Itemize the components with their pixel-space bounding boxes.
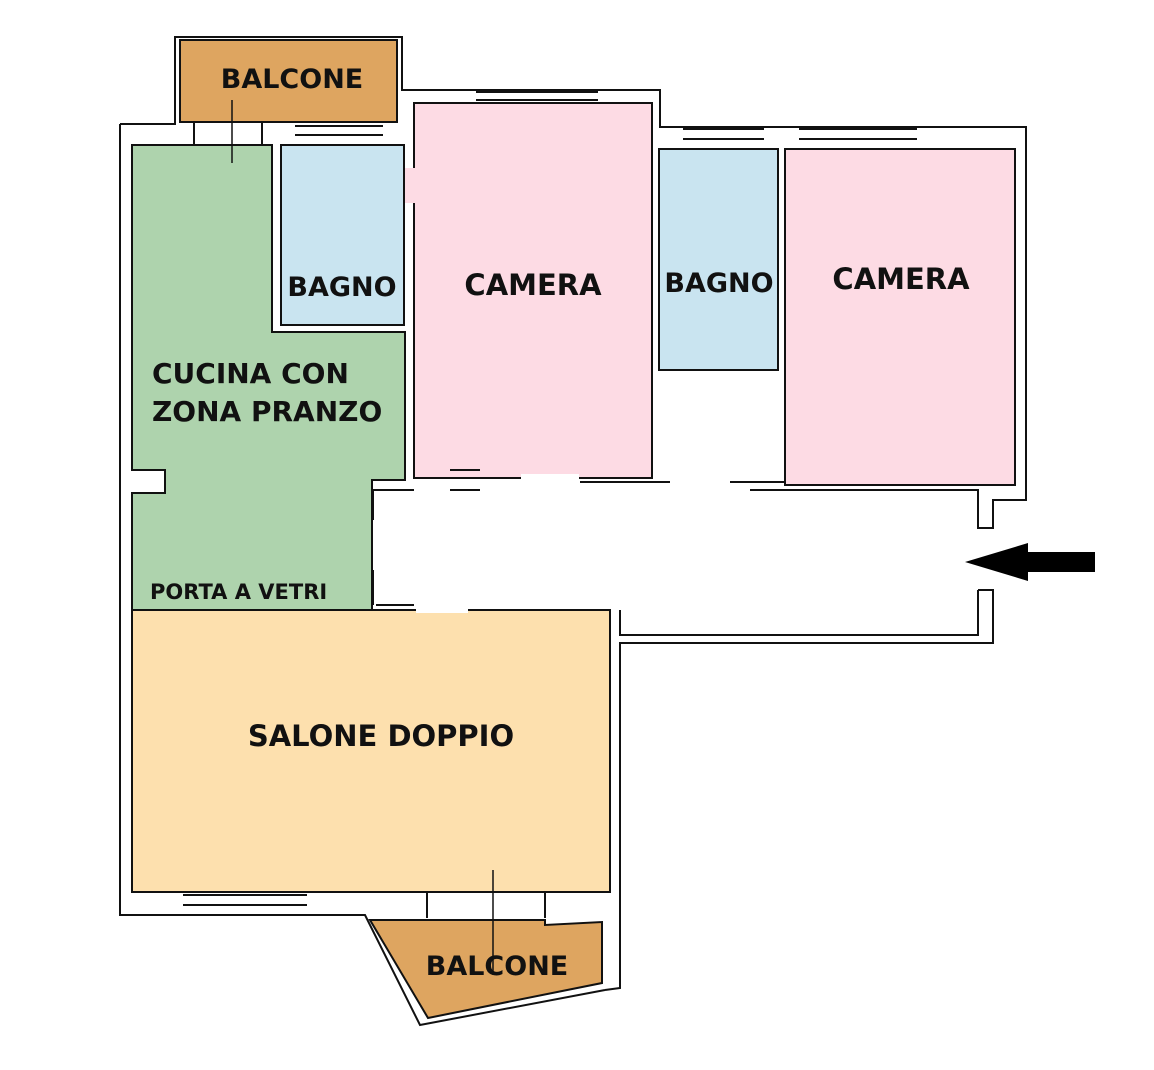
inner-corridor-wall [619,590,979,636]
outer-wall [120,36,1027,529]
outer-wall-west [119,124,606,1027]
room-camera-2 [784,148,1016,486]
door-salone [416,605,468,613]
room-balcone-top [179,39,398,123]
arrow-left-icon [965,543,1095,581]
room-salone [131,609,611,893]
door-camera-1 [521,474,579,482]
label-balcone-top: BALCONE [221,64,364,95]
windows [183,91,917,918]
label-cucina-line2: ZONA PRANZO [152,395,382,428]
door-bagno-camera [405,168,415,203]
label-bagno-1: BAGNO [287,272,396,303]
room-camera-1 [413,102,653,479]
label-camera-2: CAMERA [832,262,970,296]
label-cucina-line1: CUCINA CON [152,357,349,390]
room-bagno-2 [658,148,779,371]
room-balcone-bottom [368,919,603,1020]
room-bagno-1 [280,144,405,326]
label-bagno-2: BAGNO [664,268,773,299]
label-porta-a-vetri: PORTA A VETRI [150,580,327,604]
label-camera-1: CAMERA [464,268,602,302]
label-salone: SALONE DOPPIO [248,719,514,753]
label-balcone-bottom: BALCONE [426,951,569,982]
outer-wall-south [604,589,994,991]
